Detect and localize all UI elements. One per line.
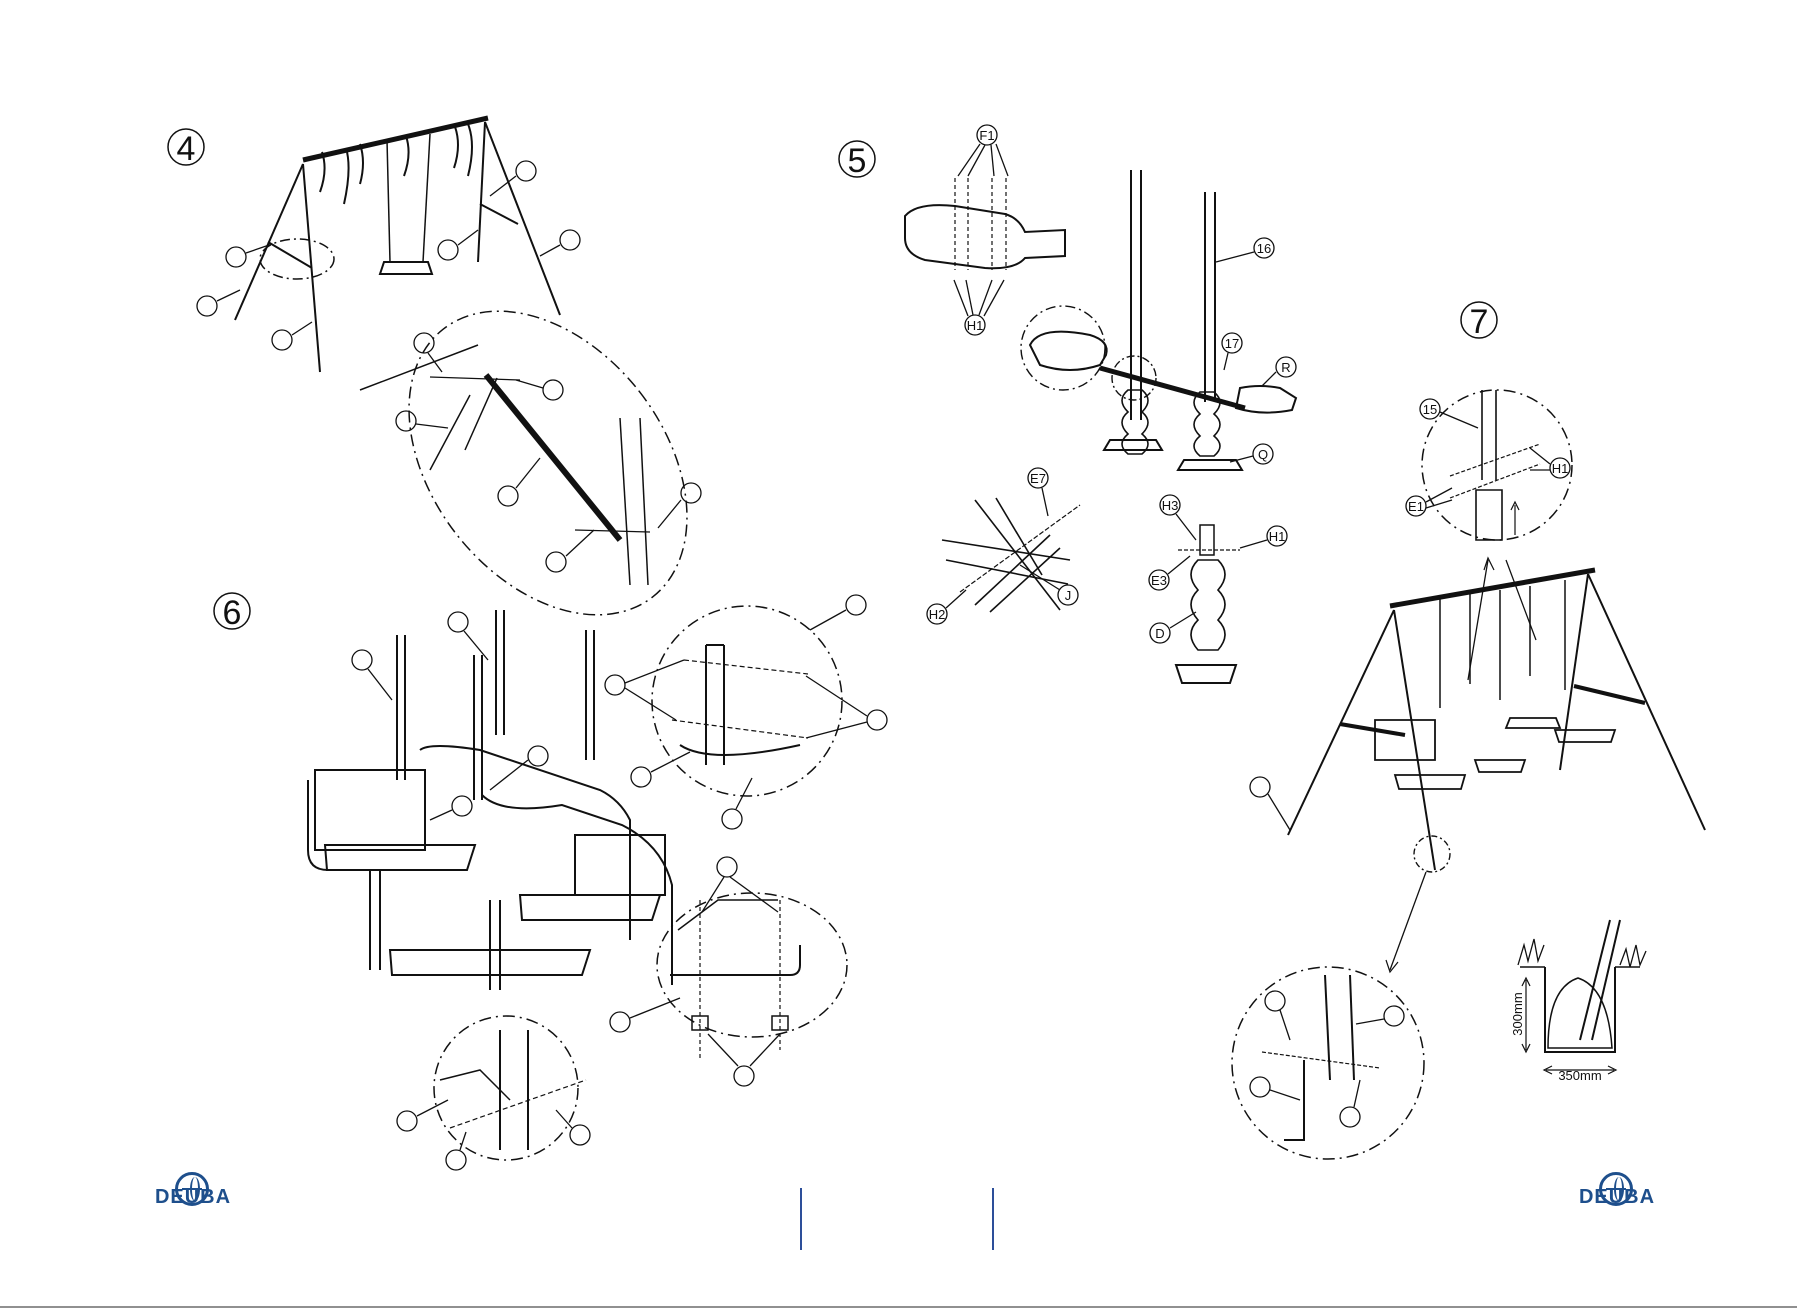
step-7: 7 15 H1 E1 — [1232, 302, 1705, 1159]
brand-wordmark: DEUBA — [1572, 1186, 1662, 1209]
page-divider-left — [800, 1188, 802, 1250]
anchor-depth-diagram — [1518, 920, 1646, 1074]
step-6-number: 6 — [223, 594, 242, 632]
label-17: 17 — [1225, 336, 1239, 351]
swing-frame-drawing — [235, 118, 560, 372]
label-h1-step7: H1 — [1552, 461, 1569, 476]
label-e3: E3 — [1151, 573, 1167, 588]
label-d: D — [1155, 626, 1164, 641]
face-to-face-swing-drawing — [308, 610, 672, 990]
label-h3: H3 — [1162, 498, 1179, 513]
glider-drawing — [1021, 170, 1296, 470]
deuba-logo-right: DEUBA — [1572, 1172, 1662, 1220]
step-7-number: 7 — [1470, 303, 1489, 341]
label-f1: F1 — [979, 128, 994, 143]
step-5-number: 5 — [848, 142, 867, 180]
step-6-detail-b — [657, 893, 847, 1060]
step-7-detail-top — [1422, 390, 1572, 540]
dimension-height: 300mm — [1510, 992, 1525, 1035]
page-divider-right — [992, 1188, 994, 1250]
label-e1: E1 — [1408, 499, 1424, 514]
label-r: R — [1281, 360, 1290, 375]
step-6: 6 — [214, 593, 887, 1170]
handle-detail-drawing — [942, 498, 1080, 612]
deuba-logo-left: DEUBA — [148, 1172, 238, 1220]
label-q: Q — [1258, 447, 1268, 462]
brand-wordmark: DEUBA — [148, 1186, 238, 1209]
dimension-width: 350mm — [1558, 1068, 1601, 1083]
step-4: 4 — [168, 118, 744, 668]
spring-detail-drawing — [1176, 525, 1240, 683]
step-5: 5 F1 H1 — [839, 125, 1296, 683]
label-16: 16 — [1257, 241, 1271, 256]
step-6-detail-a — [652, 606, 842, 796]
label-h2: H2 — [929, 607, 946, 622]
label-h1-spring: H1 — [1269, 529, 1286, 544]
step-4-number: 4 — [177, 130, 196, 168]
label-e7: E7 — [1030, 471, 1046, 486]
label-j: J — [1065, 588, 1072, 603]
label-15: 15 — [1423, 402, 1437, 417]
glider-seat-top-drawing — [905, 178, 1065, 270]
label-h1: H1 — [967, 318, 984, 333]
ground-anchor-detail — [1232, 872, 1426, 1159]
step-6-detail-c — [434, 1016, 586, 1160]
step-4-detail — [352, 258, 744, 669]
assembled-swing-set-drawing — [1288, 570, 1705, 872]
